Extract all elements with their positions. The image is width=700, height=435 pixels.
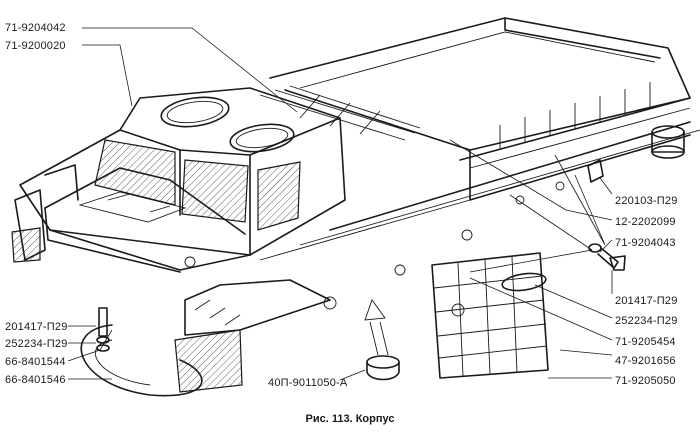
part-label-66-8401544: 66-8401544: [5, 356, 66, 368]
part-label-201417-p29-left: 201417-П29: [5, 321, 68, 333]
part-label-252234-p29-right: 252234-П29: [615, 315, 678, 327]
part-label-40p-9011050-a: 40П-9011050-А: [268, 377, 348, 389]
part-label-220103-p29: 220103-П29: [615, 195, 678, 207]
part-label-71-9205050: 71-9205050: [615, 375, 676, 387]
part-label-12-2202099: 12-2202099: [615, 216, 676, 228]
part-label-71-9204042: 71-9204042: [5, 22, 66, 34]
figure-caption: Рис. 113. Корпус: [305, 413, 395, 425]
part-label-252234-p29-left: 252234-П29: [5, 338, 68, 350]
cabin-body: [19, 85, 421, 273]
rear-grid-panel: [431, 252, 549, 379]
left-track: [11, 164, 79, 263]
bolt-upper-right: [587, 125, 685, 183]
part-label-66-8401546: 66-8401546: [5, 374, 66, 386]
part-label-47-9201656: 47-9201656: [615, 355, 676, 367]
part-label-71-9204043: 71-9204043: [615, 237, 676, 249]
part-label-71-9200020: 71-9200020: [5, 40, 66, 52]
leader-lines: [67, 27, 613, 381]
right-track: [174, 279, 331, 393]
plug-40p: [364, 299, 400, 381]
part-label-71-9205454: 71-9205454: [615, 336, 676, 348]
cargo-bed: [259, 17, 700, 310]
part-label-201417-p29-right: 201417-П29: [615, 295, 678, 307]
